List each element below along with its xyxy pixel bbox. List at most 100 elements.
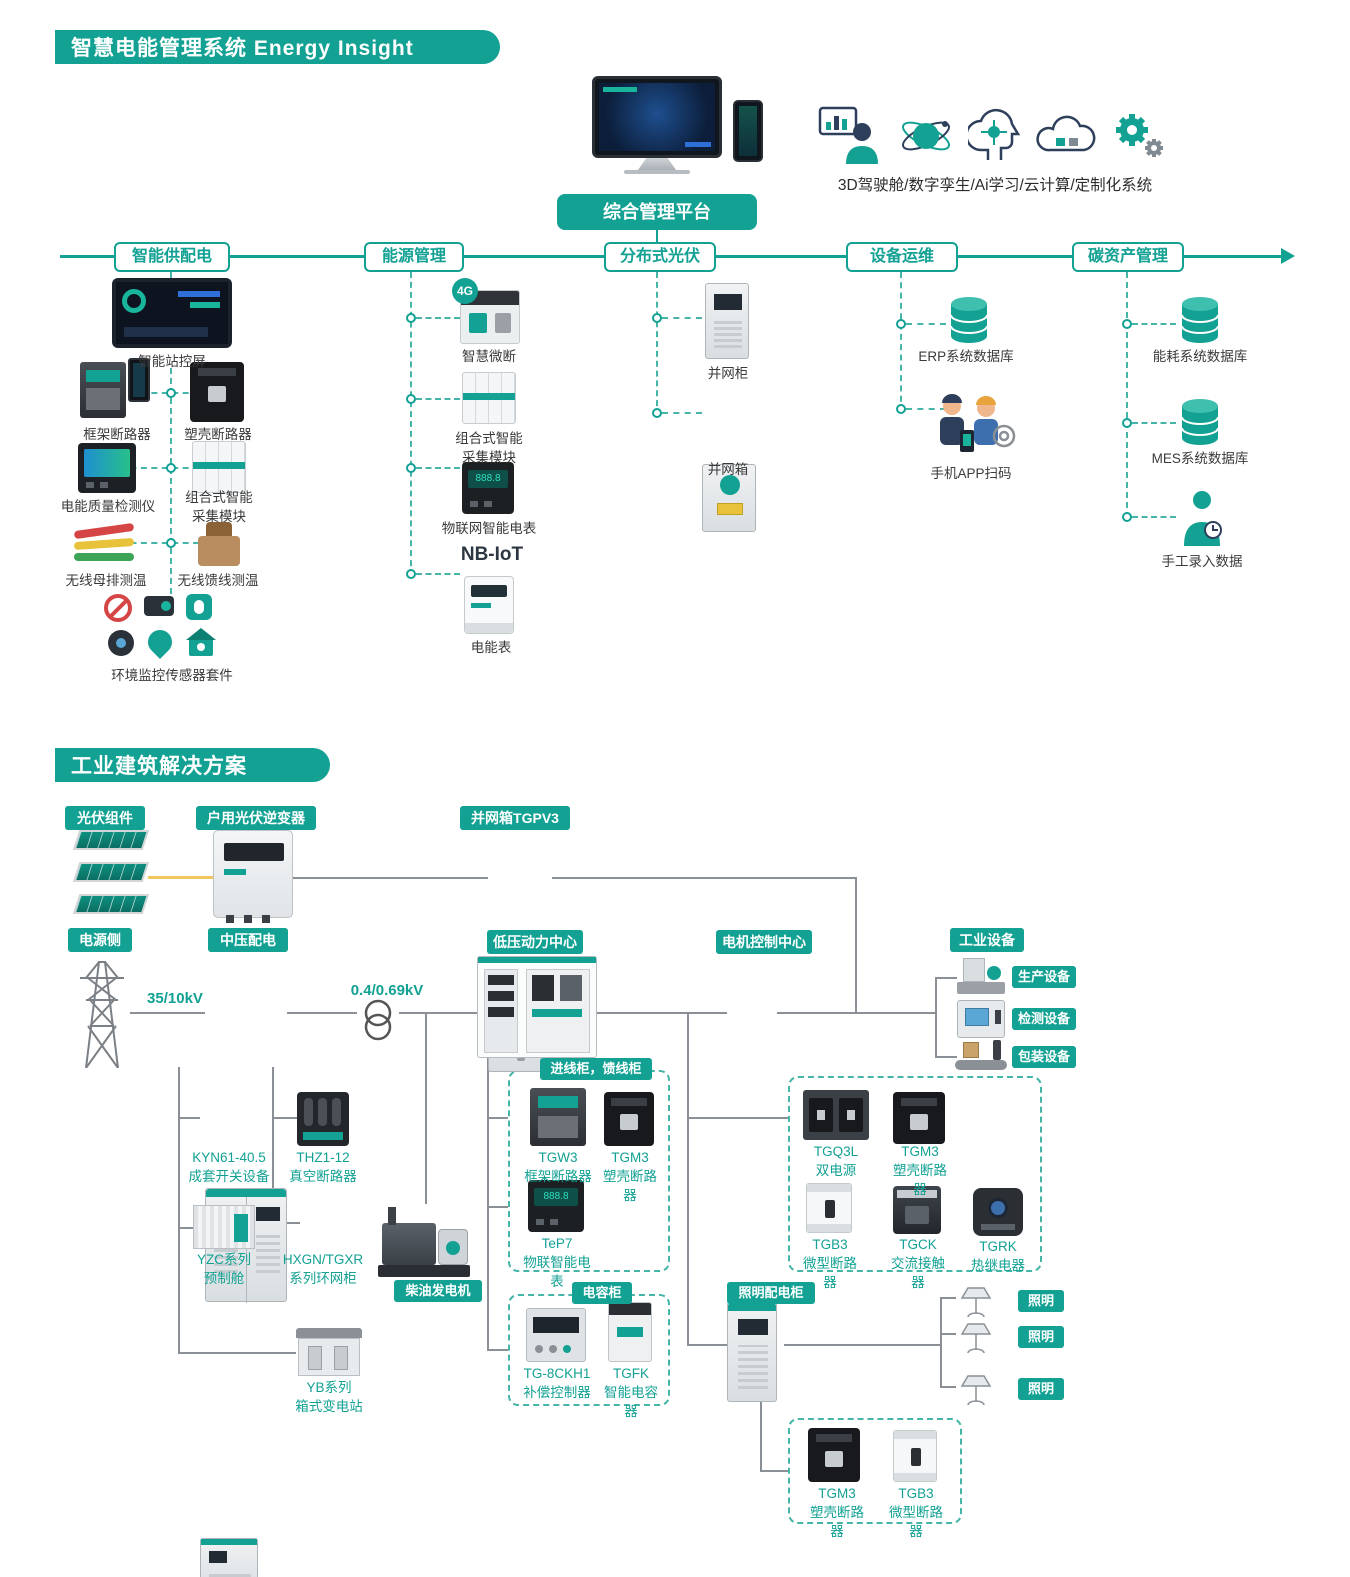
product-yzc-image	[193, 1205, 255, 1249]
energy-database-icon	[1178, 296, 1222, 344]
line	[687, 1117, 788, 1119]
product-yb-label: YB系列 箱式变电站	[292, 1378, 366, 1416]
product-name: TGM3	[901, 1144, 939, 1159]
mes-database-label: MES系统数据库	[1151, 451, 1249, 466]
iot-meter-label: 物联网智能电表	[441, 521, 537, 536]
product-yb-image	[296, 1328, 362, 1376]
dashboard-cockpit-icon	[818, 106, 882, 164]
line	[487, 1206, 508, 1208]
branch-carbon-asset[interactable]: 碳资产管理	[1072, 242, 1184, 272]
system-title-banner: 智慧电能管理系统 Energy Insight	[55, 30, 500, 64]
line	[935, 977, 957, 979]
digital-twin-atom-icon	[898, 108, 954, 164]
product-tg8ckh1-image	[526, 1308, 586, 1362]
power-quality-meter-label: 电能质量检测仪	[60, 499, 156, 514]
tag-industrial: 工业设备	[950, 928, 1024, 952]
node	[406, 313, 416, 323]
lamp-icon	[956, 1284, 996, 1320]
dome-camera-icon	[108, 630, 134, 656]
product-hxgn-label: HXGN/TGXR 系列环网柜	[282, 1250, 364, 1288]
line	[760, 1470, 788, 1472]
line	[487, 1349, 508, 1351]
product-tgm3-c-image	[808, 1428, 860, 1482]
line	[760, 1400, 762, 1470]
product-tgq3l-label: TGQ3L 双电源	[802, 1142, 870, 1180]
line	[662, 412, 702, 414]
product-name: TGM3	[611, 1150, 649, 1165]
tag-grid-box-tgpv3: 并网箱TGPV3	[460, 806, 570, 830]
nbiot-logo: NB-IoT	[460, 544, 524, 565]
line	[1132, 422, 1176, 424]
product-tgm3-b-image	[893, 1092, 945, 1144]
ai-learning-icon	[965, 108, 1024, 164]
monitor-screen	[592, 76, 722, 158]
node	[406, 463, 416, 473]
tag-capacitor: 电容柜	[572, 1282, 632, 1304]
energy-meter-image	[464, 576, 514, 634]
combo-module2-label: 组合式智能 采集模块	[450, 429, 528, 467]
machine-testing-image	[957, 1000, 1005, 1038]
line	[935, 977, 937, 1057]
tag-testing: 检测设备	[1012, 1008, 1076, 1030]
line	[662, 317, 702, 319]
line	[272, 1067, 274, 1223]
product-desc: 塑壳断路器	[603, 1169, 657, 1203]
line	[784, 1344, 940, 1346]
molded-breaker-image	[190, 362, 244, 422]
platform-button[interactable]: 综合管理平台	[557, 194, 757, 230]
node	[1122, 512, 1132, 522]
kv-low-label: 0.4/0.69kV	[350, 982, 424, 999]
product-name: TGB3	[898, 1486, 934, 1501]
branch-energy-management[interactable]: 能源管理	[364, 242, 464, 272]
monitor-screen-bar	[603, 87, 637, 92]
branch-smart-power-distribution[interactable]: 智能供配电	[114, 242, 230, 272]
line	[687, 1344, 736, 1346]
combo-module-label-l1: 组合式智能	[185, 490, 253, 505]
product-tgb3-a-image	[806, 1183, 852, 1233]
tag-production: 生产设备	[1012, 966, 1076, 988]
energy-meter-label: 电能表	[470, 640, 512, 655]
branch-distributed-pv[interactable]: 分布式光伏	[604, 242, 716, 272]
mes-database-icon	[1178, 398, 1222, 446]
product-tg8ckh1-label: TG-8CKH1 补偿控制器	[518, 1364, 596, 1402]
line	[425, 1014, 427, 1204]
node	[652, 408, 662, 418]
line	[940, 1297, 942, 1387]
product-desc: 微型断路器	[889, 1505, 943, 1539]
product-name: KYN61-40.5	[192, 1150, 266, 1165]
tag-packaging: 包装设备	[1012, 1046, 1076, 1068]
line	[178, 1227, 193, 1229]
product-tgq3l-image	[803, 1090, 869, 1140]
tag-pv-module: 光伏组件	[65, 806, 145, 830]
product-desc: 系列环网柜	[289, 1271, 357, 1286]
combo-module-label-l2: 采集模块	[192, 509, 246, 524]
monitor-screen-content	[599, 83, 715, 151]
line	[777, 1012, 935, 1014]
product-tgm3-a-label: TGM3 塑壳断路器	[598, 1148, 662, 1205]
molded-breaker-label: 塑壳断路器	[184, 427, 252, 442]
iot-meter-image: 888.8	[462, 462, 514, 514]
sensor-icon	[186, 594, 212, 620]
node	[406, 569, 416, 579]
badge-4g-icon: 4G	[452, 278, 478, 304]
energy-database-label: 能耗系统数据库	[1152, 349, 1248, 364]
system-title: 智慧电能管理系统 Energy Insight	[71, 37, 414, 60]
line	[1126, 272, 1128, 518]
tag-lighting-2: 照明	[1018, 1326, 1064, 1348]
env-kit-image	[100, 592, 240, 664]
node	[1122, 418, 1132, 428]
grid-cabinet-image	[705, 283, 749, 359]
product-desc: 塑壳断路器	[893, 1163, 947, 1197]
product-tgm3-b-label: TGM3 塑壳断路器	[888, 1142, 952, 1199]
features-caption: 3D驾驶舱/数字孪生/Ai学习/云计算/定制化系统	[837, 177, 1153, 194]
product-tgb3-b-label: TGB3 微型断路器	[886, 1484, 946, 1541]
product-tgfk-image	[608, 1302, 652, 1362]
line	[487, 1117, 508, 1119]
node	[166, 463, 176, 473]
manual-entry-icon	[1182, 488, 1222, 546]
phone-image	[733, 100, 763, 162]
mcc-image	[727, 1302, 777, 1402]
node	[166, 388, 176, 398]
branch-equipment-om[interactable]: 设备运维	[846, 242, 958, 272]
